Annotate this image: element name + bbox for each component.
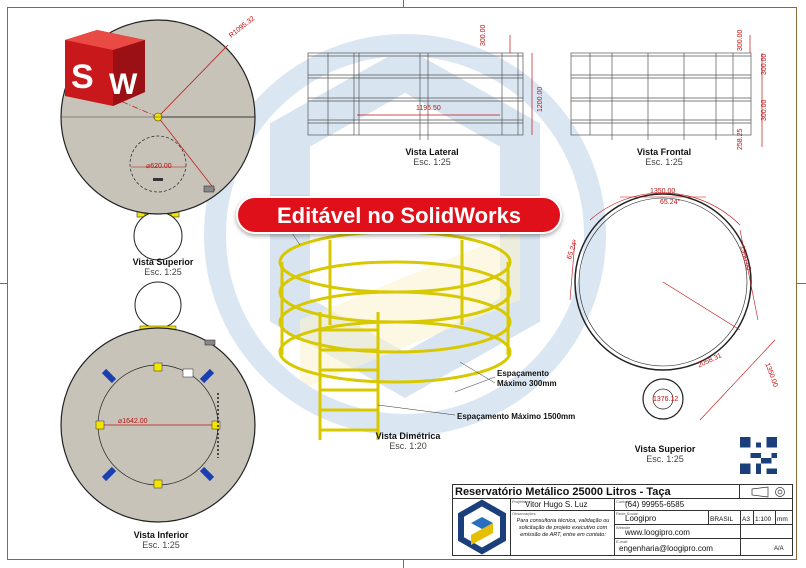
view-scale: Esc. 1:25 <box>144 267 182 277</box>
country-cell: BRASIL <box>709 511 741 525</box>
field-label: Observações <box>512 511 536 516</box>
svg-text:S: S <box>71 58 94 96</box>
view-title: Vista Lateral <box>405 147 459 157</box>
sheet-number: A/A <box>774 546 784 552</box>
drawing-title: Reservatório Metálico 25000 Litros - Taç… <box>455 486 671 498</box>
dimension-label: 1200.00 <box>537 86 544 112</box>
spacing-note: Máximo 300mm <box>497 379 557 388</box>
designer-name: Vitor Hugo S. Luz <box>525 500 588 509</box>
sheet-border <box>7 7 797 560</box>
editable-banner: Editável no SolidWorks <box>236 196 562 234</box>
view-label: Vista Frontal Esc. 1:25 <box>619 147 709 167</box>
frame-tick <box>797 283 806 284</box>
dimension-label: 300.00 <box>480 24 487 46</box>
view-label: Vista Lateral Esc. 1:25 <box>387 147 477 167</box>
view-title: Vista Frontal <box>636 147 692 157</box>
contact-cell: Contato (64) 99955-6585 <box>615 499 792 511</box>
spacing-note: Espaçamento <box>497 369 550 378</box>
view-label: Vista Inferior Esc. 1:25 <box>116 530 206 550</box>
website: www.loogipro.com <box>625 528 690 537</box>
frame-tick <box>0 283 7 284</box>
view-scale: Esc. 1:25 <box>142 540 180 550</box>
dimension-label: 300.00 <box>761 53 768 75</box>
scale-cell: 1:100 <box>754 511 776 525</box>
dimension-label: 1350.00 <box>650 188 676 195</box>
social-handle: Loogipro <box>625 514 657 523</box>
unit: mm <box>777 516 788 523</box>
contact-phone: (64) 99955-6585 <box>625 500 685 509</box>
view-scale: Esc. 1:25 <box>646 454 684 464</box>
qr-code <box>740 437 777 474</box>
view-title: Vista Dimétrica <box>375 431 441 441</box>
sheet-size: A3 <box>742 516 750 523</box>
field-label: Website <box>616 525 631 530</box>
field-label: Projetista <box>512 499 529 504</box>
scale: 1:100 <box>755 516 772 523</box>
dimension-label: 1376.12 <box>653 396 679 403</box>
blank-cell <box>741 525 792 539</box>
view-title: Vista Superior <box>634 444 696 454</box>
designer-cell: Projetista Vitor Hugo S. Luz <box>511 499 615 511</box>
dimetric-cage <box>278 230 512 440</box>
dimension-label: 65.24° <box>660 199 681 206</box>
field-label: Rede Social <box>616 511 638 516</box>
view-title: Vista Superior <box>132 257 194 267</box>
view-label: Vista Superior Esc. 1:25 <box>118 257 208 277</box>
view-title: Vista Inferior <box>133 530 189 540</box>
spacing-note: Espaçamento Máximo 1500mm <box>457 412 576 421</box>
dimension-label: 258.25 <box>737 128 744 150</box>
dimension-label: 300.00 <box>737 29 744 51</box>
frame-tick <box>403 560 404 568</box>
dimension-label: 300.00 <box>761 99 768 121</box>
view-label: Vista Superior Esc. 1:25 <box>620 444 710 464</box>
notes-text: Para consultoria técnica, validação ou s… <box>516 518 610 538</box>
view-scale: Esc. 1:25 <box>413 157 451 167</box>
projection-icon <box>751 486 785 498</box>
projection-symbol <box>740 485 792 499</box>
dimension-diameter: ⌀1642.00 <box>118 418 148 425</box>
frontal-view <box>570 35 763 147</box>
field-label: E-mail <box>616 539 628 544</box>
field-label: Contato <box>616 499 631 504</box>
title-block: Reservatório Metálico 25000 Litros - Taç… <box>452 484 793 556</box>
unit-cell: mm <box>776 511 792 525</box>
sheet-cell: A/A <box>741 539 792 555</box>
loogipro-logo-icon <box>458 499 506 555</box>
notes-cell: Observações Para consultoria técnica, va… <box>511 511 615 555</box>
email-cell: E-mail engenharia@loogipro.com <box>615 539 741 555</box>
company-logo <box>453 499 511 555</box>
superior-right-view <box>569 192 776 421</box>
title-cell: Reservatório Metálico 25000 Litros - Taç… <box>453 485 740 499</box>
website-cell: Website www.loogipro.com <box>615 525 741 539</box>
svg-text:W: W <box>109 68 138 101</box>
country: BRASIL <box>710 516 734 523</box>
dimension-diameter: ⌀620.00 <box>146 163 172 170</box>
solidworks-logo: S W <box>65 30 145 106</box>
view-label: Vista Dimétrica Esc. 1:20 <box>358 431 458 451</box>
dimension-label: 1195.50 <box>416 105 441 112</box>
sheet-size-cell: A3 <box>741 511 754 525</box>
lateral-view <box>307 35 533 140</box>
tank-bottom-view <box>60 281 256 523</box>
social-cell: Rede Social Loogipro <box>615 511 709 525</box>
view-scale: Esc. 1:20 <box>389 441 427 451</box>
frame-tick <box>403 0 404 7</box>
email: engenharia@loogipro.com <box>619 544 713 553</box>
view-scale: Esc. 1:25 <box>645 157 683 167</box>
